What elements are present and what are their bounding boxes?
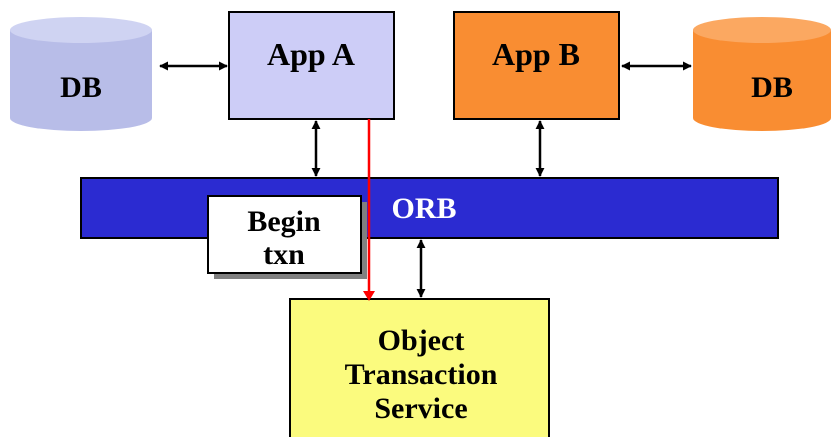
db-right-label: DB [751, 71, 793, 104]
app-b-label: App B [492, 36, 580, 72]
db-right-body [693, 30, 831, 131]
ots-line-1: Object [378, 324, 465, 357]
orb-bus: ORB [80, 177, 779, 239]
db-right-cylinder: DB [693, 17, 831, 131]
orb-bar [80, 177, 779, 239]
app-b-node: App B [453, 11, 620, 120]
db-left-cylinder: DB [10, 17, 152, 131]
app-a-label: App A [267, 36, 355, 72]
begin-txn-box [207, 195, 362, 274]
ots-line-2: Transaction [345, 358, 498, 391]
begin-txn-line-2: txn [263, 238, 305, 271]
app-b-box [453, 11, 620, 120]
app-a-node: App A [228, 11, 395, 120]
begin-txn-node: Begin txn [207, 195, 367, 279]
txn-propagation-arrowhead [363, 291, 375, 301]
app-a-box [228, 11, 395, 120]
db-left-label: DB [60, 71, 102, 104]
db-right-top [693, 17, 831, 43]
orb-label: ORB [391, 192, 456, 225]
db-left-body [10, 30, 152, 131]
ots-node: Object Transaction Service [289, 298, 550, 440]
ots-line-3: Service [374, 392, 467, 425]
begin-txn-line-1: Begin [247, 205, 321, 238]
db-left-top [10, 17, 152, 43]
